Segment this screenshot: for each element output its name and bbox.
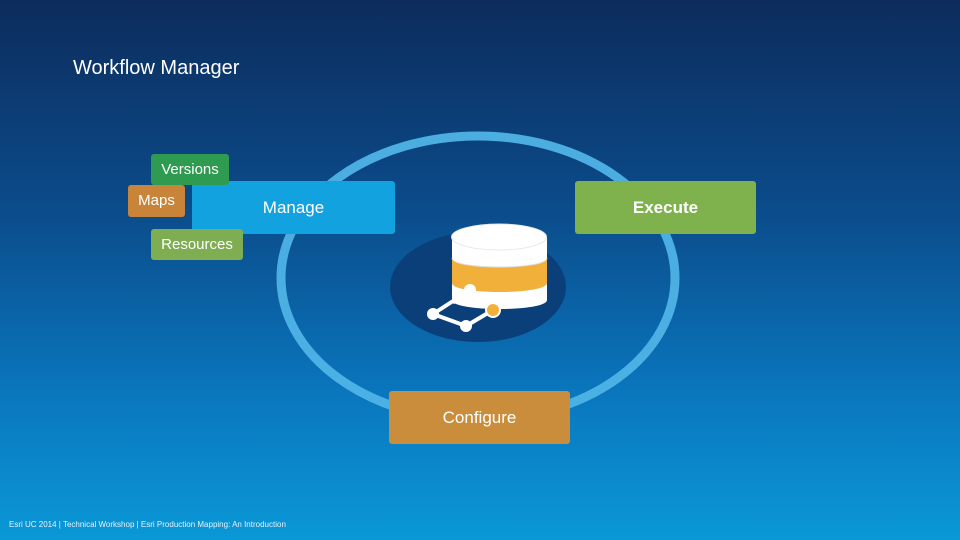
manage-label: Manage xyxy=(262,197,325,217)
database-icon xyxy=(451,223,548,309)
versions-box: Versions xyxy=(151,154,229,185)
execute-label: Execute xyxy=(632,197,699,217)
execute-box: Execute xyxy=(575,181,756,234)
maps-label: Maps xyxy=(138,192,175,209)
manage-box: Manage xyxy=(192,181,395,234)
configure-box: Configure xyxy=(389,391,570,444)
configure-label: Configure xyxy=(442,407,517,427)
workflow-nodes xyxy=(427,284,501,332)
resources-label: Resources xyxy=(161,236,233,253)
slide-footer: Esri UC 2014 | Technical Workshop | Esri… xyxy=(9,520,286,529)
maps-box: Maps xyxy=(128,185,185,217)
slide-title: Workflow Manager xyxy=(73,57,240,79)
resources-box: Resources xyxy=(151,229,243,260)
versions-label: Versions xyxy=(161,161,219,178)
